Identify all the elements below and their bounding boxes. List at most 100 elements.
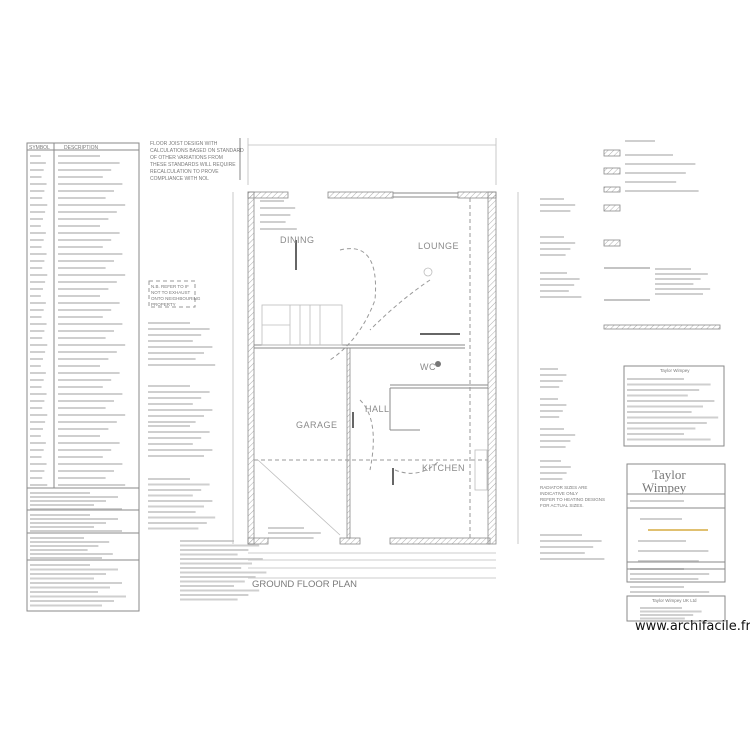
illegible-text-line <box>627 400 715 402</box>
illegible-text-line <box>655 283 694 285</box>
illegible-text-line <box>30 522 106 524</box>
illegible-text-line <box>30 541 110 543</box>
illegible-text-line <box>30 549 88 551</box>
illegible-text-line <box>625 172 686 174</box>
illegible-text-line <box>30 316 42 318</box>
illegible-text-line <box>30 155 41 157</box>
illegible-text-line <box>58 428 109 430</box>
illegible-text-line <box>627 416 719 419</box>
illegible-text-line <box>540 472 567 474</box>
illegible-text-line <box>30 351 46 353</box>
illegible-text-line <box>30 344 48 346</box>
illegible-text-line <box>540 440 571 442</box>
svg-text:Taylor Wimpey UK Ltd: Taylor Wimpey UK Ltd <box>652 598 697 603</box>
illegible-text-line <box>30 526 94 528</box>
room-label-lounge: LOUNGE <box>418 241 459 251</box>
illegible-text-line <box>30 323 47 325</box>
illegible-text-line <box>148 431 210 433</box>
illegible-text-line <box>30 260 45 262</box>
illegible-text-line <box>655 278 701 280</box>
illegible-text-line <box>30 330 45 332</box>
illegible-text-line <box>58 372 120 374</box>
illegible-text-line <box>180 562 252 565</box>
illegible-text-line <box>30 564 90 566</box>
illegible-text-line <box>30 591 98 593</box>
illegible-text-line <box>30 595 126 598</box>
illegible-text-line <box>30 295 41 297</box>
illegible-text-line <box>180 571 267 574</box>
illegible-text-line <box>260 200 284 202</box>
illegible-text-line <box>58 477 106 479</box>
illegible-text-line <box>627 433 684 435</box>
brand-logo-wimpey: Wimpey <box>642 480 687 495</box>
illegible-text-line <box>58 323 123 325</box>
illegible-text-line <box>540 416 560 418</box>
illegible-text-line <box>260 228 297 230</box>
illegible-text-line <box>58 351 117 353</box>
illegible-text-line <box>30 568 118 571</box>
illegible-text-line <box>58 246 103 248</box>
illegible-text-line <box>30 577 94 580</box>
illegible-text-line <box>540 460 561 462</box>
illegible-text-line <box>58 211 117 213</box>
illegible-text-line <box>58 309 112 311</box>
illegible-text-line <box>58 358 109 360</box>
illegible-text-line <box>58 435 100 437</box>
svg-text:Taylor Wimpey: Taylor Wimpey <box>660 368 690 373</box>
illegible-text-line <box>58 470 114 472</box>
illegible-text-line <box>148 415 204 417</box>
illegible-text-line <box>30 386 42 388</box>
illegible-text-line <box>30 573 106 575</box>
illegible-text-line <box>148 364 216 366</box>
illegible-text-line <box>638 540 686 542</box>
illegible-text-line <box>30 169 44 171</box>
room-label-hall: HALL <box>365 404 390 414</box>
illegible-text-line <box>148 352 204 354</box>
illegible-text-line <box>540 290 569 292</box>
illegible-text-line <box>540 386 560 388</box>
illegible-text-line <box>268 532 321 534</box>
legend-description-header: DESCRIPTION <box>64 145 99 151</box>
illegible-text-line <box>148 478 190 480</box>
illegible-text-line <box>640 614 694 616</box>
illegible-text-line <box>30 239 44 241</box>
illegible-text-line <box>30 183 47 185</box>
illegible-text-line <box>540 540 602 542</box>
illegible-text-line <box>30 449 44 451</box>
illegible-text-line <box>58 393 123 395</box>
illegible-text-line <box>148 443 193 445</box>
illegible-text-line <box>58 218 109 220</box>
illegible-text-line <box>540 380 563 382</box>
illegible-text-line <box>260 214 291 216</box>
illegible-text-line <box>540 478 563 480</box>
illegible-text-line <box>30 442 46 444</box>
illegible-text-line <box>30 484 48 486</box>
illegible-text-line <box>30 530 122 532</box>
illegible-text-line <box>148 483 210 486</box>
illegible-text-line <box>180 594 249 596</box>
illegible-text-line <box>58 274 126 276</box>
illegible-text-line <box>30 379 44 381</box>
illegible-text-line <box>148 516 216 519</box>
illegible-text-line <box>58 330 114 332</box>
illegible-text-line <box>540 248 571 250</box>
illegible-text-line <box>30 545 99 547</box>
illegible-text-line <box>58 421 117 423</box>
illegible-text-line <box>58 302 120 304</box>
room-label-wc: WC <box>420 362 436 372</box>
illegible-text-line <box>540 236 564 238</box>
illegible-text-line <box>640 607 682 609</box>
illegible-text-line <box>30 232 46 234</box>
illegible-text-line <box>58 463 123 465</box>
illegible-text-line <box>180 544 260 547</box>
illegible-text-line <box>30 288 43 290</box>
illegible-text-line <box>640 617 685 620</box>
illegible-text-line <box>148 397 202 399</box>
illegible-text-line <box>58 190 114 192</box>
illegible-text-line <box>540 398 558 400</box>
